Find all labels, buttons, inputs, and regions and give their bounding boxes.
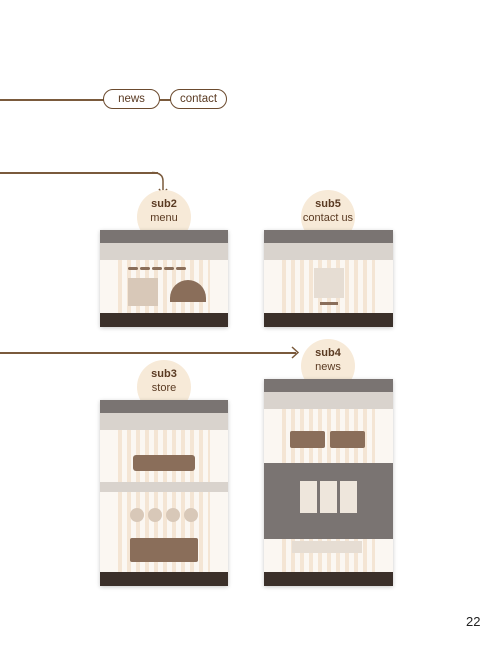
- connector-news-contact: [159, 99, 171, 101]
- thumb-hero: [100, 243, 228, 260]
- node-label: sub4: [315, 347, 341, 359]
- thumb-text: [128, 278, 158, 306]
- thumb-panel: [300, 481, 317, 513]
- thumb-footer: [100, 313, 228, 327]
- thumb-header: [264, 230, 393, 243]
- thumb-form: [314, 268, 344, 298]
- thumb-circle: [184, 508, 198, 522]
- thumb-tab: [128, 267, 138, 270]
- page-thumbnail-contact-us[interactable]: [264, 230, 393, 327]
- thumb-product-banner: [133, 455, 195, 471]
- node-label: sub5: [315, 198, 341, 210]
- contact-pill[interactable]: contact: [170, 89, 227, 109]
- thumb-hero: [100, 413, 228, 430]
- thumb-circle: [148, 508, 162, 522]
- thumb-news-card: [330, 431, 365, 448]
- node-name: store: [151, 382, 177, 394]
- thumb-hero: [264, 243, 393, 260]
- news-pill[interactable]: news: [103, 89, 160, 109]
- thumb-button: [320, 302, 338, 305]
- thumb-tab: [152, 267, 162, 270]
- connector-sub4: [0, 352, 296, 354]
- thumb-header: [100, 400, 228, 413]
- thumb-footer: [264, 313, 393, 327]
- thumb-panel: [340, 481, 357, 513]
- thumb-tab: [164, 267, 174, 270]
- thumb-footer: [100, 572, 228, 586]
- arrow-right-icon: [291, 346, 300, 359]
- page-thumbnail-news[interactable]: [264, 379, 393, 586]
- thumb-hero: [264, 392, 393, 409]
- node-name: contact us: [302, 212, 354, 224]
- thumb-header: [100, 230, 228, 243]
- thumb-circle: [166, 508, 180, 522]
- connector-top: [0, 99, 104, 101]
- thumb-card: [130, 538, 198, 562]
- connector-sub2: [0, 172, 158, 174]
- thumb-list: [292, 541, 362, 553]
- node-name: menu: [150, 212, 178, 224]
- thumb-circle: [130, 508, 144, 522]
- thumb-arch: [170, 280, 206, 302]
- page-thumbnail-menu[interactable]: [100, 230, 228, 327]
- node-label: sub2: [151, 198, 177, 210]
- node-name: news: [315, 361, 341, 373]
- thumb-section-bar: [100, 482, 228, 492]
- node-label: sub3: [151, 368, 177, 380]
- thumb-header: [264, 379, 393, 392]
- thumb-panel: [320, 481, 337, 513]
- page-thumbnail-store[interactable]: [100, 400, 228, 586]
- thumb-tab: [176, 267, 186, 270]
- thumb-footer: [264, 572, 393, 586]
- thumb-tab: [140, 267, 150, 270]
- page-number: 22: [466, 614, 481, 629]
- thumb-news-card: [290, 431, 325, 448]
